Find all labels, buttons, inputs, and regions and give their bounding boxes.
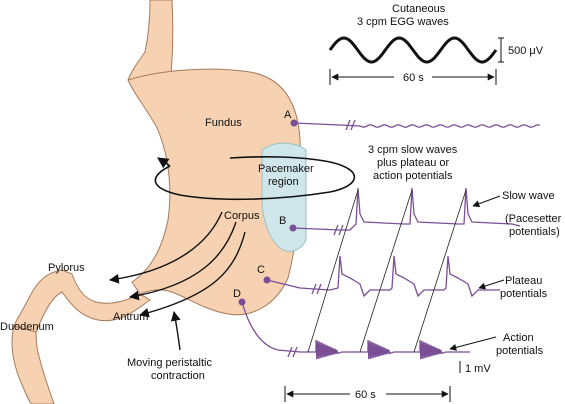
- rotation-ring: [154, 156, 356, 201]
- bottom-duration-bar: [284, 386, 451, 402]
- peristaltic-label-line2: contraction: [151, 370, 205, 382]
- egg-duration-bar: [329, 69, 497, 85]
- electrodes: A B C D: [233, 109, 298, 306]
- duodenum: [11, 325, 55, 404]
- trace-a-break: [345, 119, 356, 131]
- peristaltic-label-line1: Moving peristaltic: [127, 357, 212, 369]
- cutaneous-label: Cutaneous: [392, 3, 446, 15]
- pacesetter-label-line1: (Pacesetter: [505, 213, 562, 225]
- electrode-c-label: C: [257, 264, 265, 276]
- plateau-label-line1: Plateau: [505, 275, 542, 287]
- slow-waves-label-line2: plus plateau or: [377, 157, 449, 169]
- electrode-d-label: D: [233, 288, 241, 300]
- plateau-pointer: [478, 279, 505, 290]
- electrode-b-label: B: [279, 215, 286, 227]
- fundus-label: Fundus: [205, 117, 242, 129]
- pacemaker-label-line1: Pacemaker: [258, 163, 314, 175]
- slow-waves-label-line1: 3 cpm slow waves: [368, 144, 458, 156]
- trace-d-action-potentials: [241, 301, 470, 360]
- trace-b-slow-waves: [292, 187, 521, 231]
- pacesetter-label-line2: potentials): [509, 226, 560, 238]
- pacemaker-label-line2: region: [268, 176, 299, 188]
- egg-duration-label: 60 s: [403, 72, 424, 84]
- plateau-label-line2: potentials: [500, 288, 548, 300]
- electrical-traces: [241, 119, 541, 360]
- slow-wave-pointer: [472, 195, 501, 208]
- trace-b-break: [333, 224, 344, 236]
- trace-a-fundus: [293, 122, 541, 128]
- trace-d-break: [287, 346, 298, 358]
- slow-waves-label-line3: action potentials: [373, 170, 453, 182]
- action-pointer: [449, 336, 497, 351]
- slow-wave-label: Slow wave: [502, 190, 555, 202]
- pylorus-label: Pylorus: [48, 262, 85, 274]
- mv-scale-label: 1 mV: [465, 363, 491, 375]
- propagation-lines: [307, 189, 467, 353]
- action-label-line1: Action: [503, 332, 534, 344]
- stomach-anatomy: [11, 0, 307, 404]
- antrum-pylorus: [13, 269, 151, 333]
- trace-c-plateau: [266, 255, 500, 298]
- egg-amplitude-label: 500 μV: [508, 45, 544, 57]
- trace-c-break: [311, 283, 322, 295]
- duodenum-label: Duodenum: [0, 321, 54, 333]
- electrode-a-label: A: [284, 109, 292, 121]
- bottom-duration-label: 60 s: [355, 389, 376, 401]
- action-label-line2: potentials: [496, 345, 544, 357]
- peristalsis-arrows: [109, 211, 246, 351]
- antrum-label: Antrum: [113, 311, 148, 323]
- esophagus: [127, 0, 174, 85]
- corpus-label: Corpus: [224, 210, 260, 222]
- egg-amplitude-scale: [498, 37, 504, 63]
- egg-wave: [328, 36, 498, 64]
- egg-waves-label: 3 cpm EGG waves: [357, 16, 449, 28]
